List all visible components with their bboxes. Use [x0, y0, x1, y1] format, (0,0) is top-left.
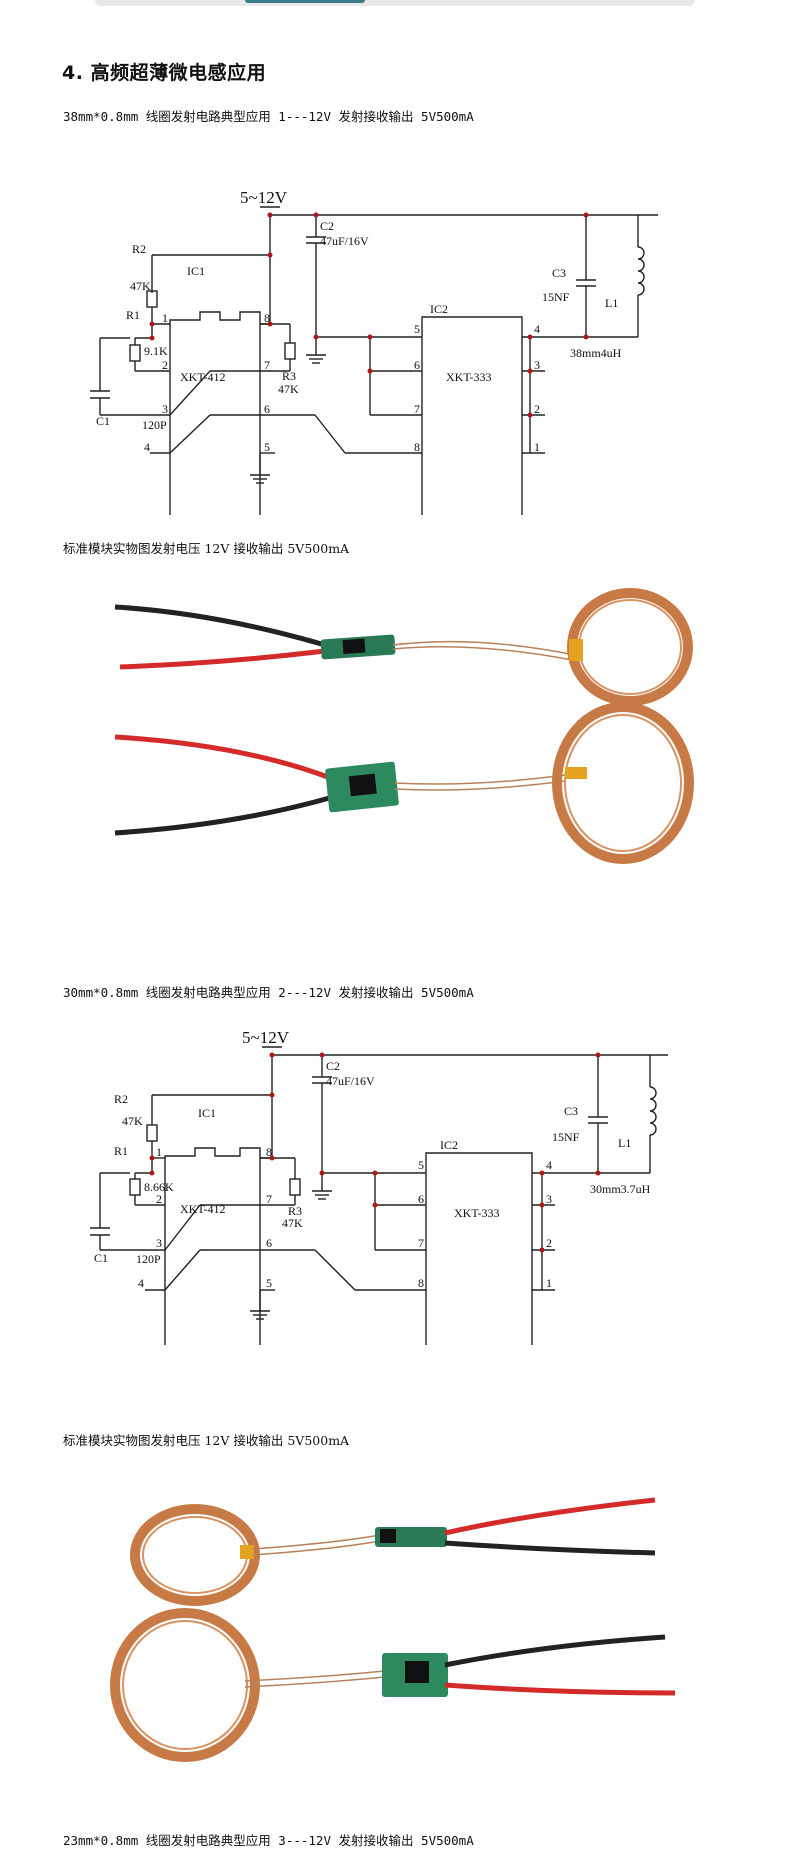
app1-c2-label: C2	[320, 219, 334, 233]
app1-ic2-pin1: 1	[534, 440, 540, 454]
app1-ic1-part: XKT-412	[180, 370, 226, 384]
app1-pin8: 8	[264, 311, 270, 325]
app1-pin7: 7	[264, 358, 270, 372]
app1-c2-value: 47uF/16V	[320, 234, 369, 248]
app2-ic2-pin2: 2	[546, 1236, 552, 1250]
app1-photo-caption: 标准模块实物图发射电压 12V 接收输出 5V500mA	[63, 541, 350, 556]
app2-receiver-module	[110, 1608, 676, 1762]
app1-supply-label: 5~12V	[240, 188, 288, 207]
app2-ic2-pin8: 8	[418, 1276, 424, 1290]
app1-pin1: 1	[162, 311, 168, 325]
app1-caption: 38mm*0.8mm 线圈发射电路典型应用 1---12V 发射接收输出 5V5…	[63, 109, 474, 124]
app1-pin3: 3	[162, 402, 168, 416]
app1-r1-label: R1	[126, 308, 140, 322]
app1-module-photo	[95, 575, 715, 875]
app1-ic2-pin5: 5	[414, 322, 420, 336]
app2-r1-label: R1	[114, 1144, 128, 1158]
app2-caption: 30mm*0.8mm 线圈发射电路典型应用 2---12V 发射接收输出 5V5…	[63, 985, 474, 1000]
app2-ic2-pin4: 4	[546, 1158, 552, 1172]
app1-c3-value: 15NF	[542, 290, 570, 304]
app1-c3-label: C3	[552, 266, 566, 280]
app1-ic2-pin2: 2	[534, 402, 540, 416]
app1-ic2-pin6: 6	[414, 358, 420, 372]
app1-ic1-label: IC1	[187, 264, 205, 278]
app3-caption: 23mm*0.8mm 线圈发射电路典型应用 3---12V 发射接收输出 5V5…	[63, 1833, 474, 1848]
app2-l1-value: 30mm3.7uH	[590, 1182, 651, 1196]
app1-c1-value: 120P	[142, 418, 167, 432]
app1-ic2-label: IC2	[430, 302, 448, 316]
app2-c1-label: C1	[94, 1251, 108, 1265]
app2-schematic: 5~12V R2 47K IC1 R1 8.66K 1 2 3 4 XKT-41…	[90, 1028, 668, 1345]
app2-r2-value: 47K	[122, 1114, 143, 1128]
app1-r2-value: 47K	[130, 279, 151, 293]
app2-c3-value: 15NF	[552, 1130, 580, 1144]
app2-pin5: 5	[266, 1276, 272, 1290]
app2-pin8: 8	[266, 1145, 272, 1159]
app2-ic2-label: IC2	[440, 1138, 458, 1152]
app1-l1-value: 38mm4uH	[570, 346, 622, 360]
app2-ic1-label: IC1	[198, 1106, 216, 1120]
app1-r1-value: 9.1K	[144, 344, 168, 358]
app2-ic2-pin6: 6	[418, 1192, 424, 1206]
app2-c3-label: C3	[564, 1104, 578, 1118]
app1-r2-label: R2	[132, 242, 146, 256]
app2-supply-label: 5~12V	[242, 1028, 290, 1047]
app2-pin2: 2	[156, 1192, 162, 1206]
app2-pin1: 1	[156, 1145, 162, 1159]
app2-ic1-part: XKT-412	[180, 1202, 226, 1216]
app1-ic2-pin8: 8	[414, 440, 420, 454]
top-accent-bar	[245, 0, 365, 3]
app2-pin3: 3	[156, 1236, 162, 1250]
top-decorative-bar	[95, 0, 695, 6]
app1-receiver-module	[114, 702, 694, 864]
app1-pin5: 5	[264, 440, 270, 454]
app1-c1-label: C1	[96, 414, 110, 428]
app2-r3-label: R3	[288, 1204, 302, 1218]
app2-l1-label: L1	[618, 1136, 631, 1150]
app2-transmitter-module	[130, 1497, 656, 1606]
section-number: 4.	[62, 62, 84, 84]
app2-pin4: 4	[138, 1276, 144, 1290]
app2-ic2-part: XKT-333	[454, 1206, 500, 1220]
app1-ic2-pin4: 4	[534, 322, 540, 336]
app2-ic2-pin7: 7	[418, 1236, 424, 1250]
app1-schematic: 5~12V R2 47K IC1 R1 9.1K 1 2 3 4 XKT-412…	[90, 188, 658, 515]
app1-ic2-pin7: 7	[414, 402, 420, 416]
app2-photo-caption: 标准模块实物图发射电压 12V 接收输出 5V500mA	[63, 1433, 350, 1448]
app2-ic2-pin3: 3	[546, 1192, 552, 1206]
app2-c1-value: 120P	[136, 1252, 161, 1266]
app1-l1-label: L1	[605, 296, 618, 310]
app2-r1-value: 8.66K	[144, 1180, 174, 1194]
app1-pin4: 4	[144, 440, 150, 454]
app2-c2-value: 47uF/16V	[326, 1074, 375, 1088]
section-heading: 4. 高频超薄微电感应用	[62, 58, 266, 85]
section-title: 高频超薄微电感应用	[90, 62, 267, 84]
app1-ic2-part: XKT-333	[446, 370, 492, 384]
app2-ic2-pin5: 5	[418, 1158, 424, 1172]
app2-module-photo	[95, 1465, 715, 1765]
app1-r3-value: 47K	[278, 382, 299, 396]
app1-transmitter-module	[114, 588, 693, 706]
app2-c2-label: C2	[326, 1059, 340, 1073]
app1-pin6: 6	[264, 402, 270, 416]
app1-r3-label: R3	[282, 369, 296, 383]
app2-r2-label: R2	[114, 1092, 128, 1106]
app2-pin7: 7	[266, 1192, 272, 1206]
app2-ic2-pin1: 1	[546, 1276, 552, 1290]
app2-pin6: 6	[266, 1236, 272, 1250]
app1-ic2-pin3: 3	[534, 358, 540, 372]
app2-r3-value: 47K	[282, 1216, 303, 1230]
app1-pin2: 2	[162, 358, 168, 372]
